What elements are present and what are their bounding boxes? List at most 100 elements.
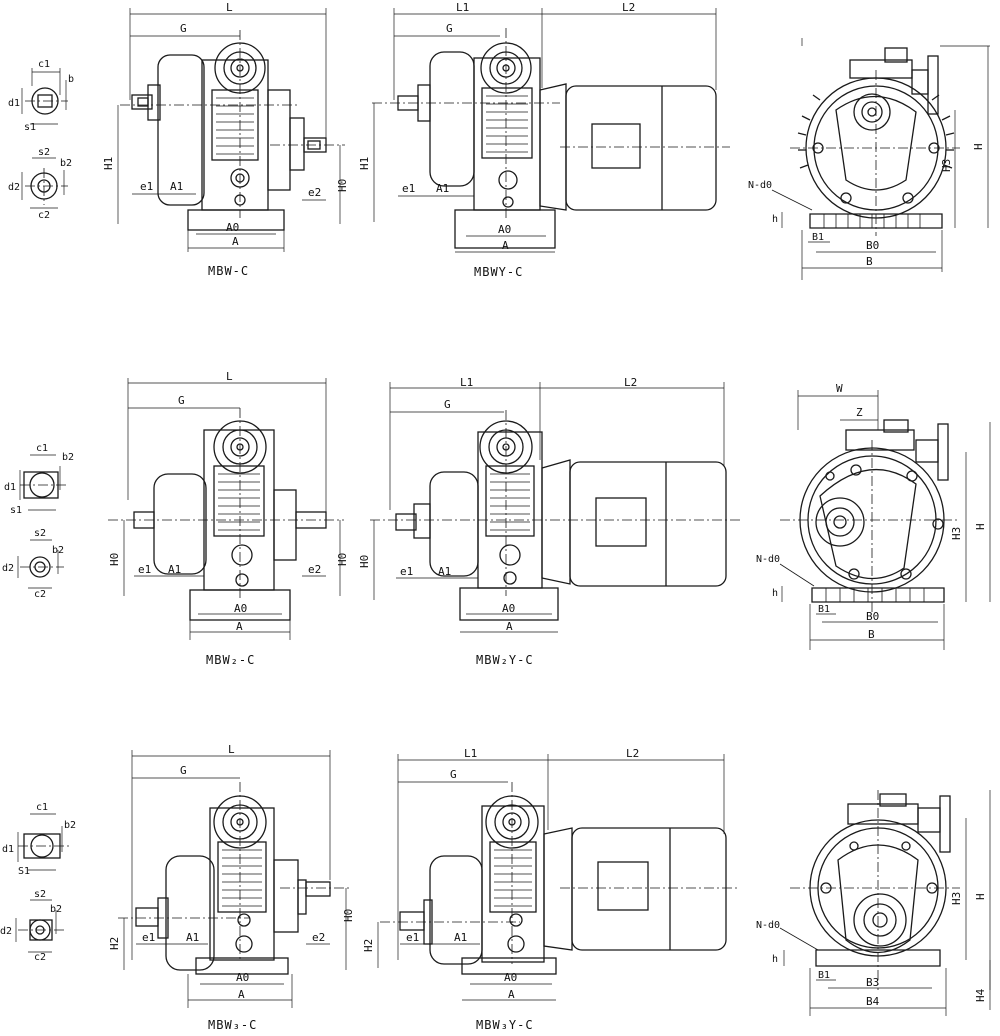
drawing-mbw3y-c: L1 L2 G H2 (362, 747, 740, 1032)
label-e1-r2: e1 (138, 563, 151, 576)
label-B4-r3: B4 (866, 995, 880, 1008)
label-A1-r3y: A1 (454, 931, 467, 944)
label-c2-r3: c2 (34, 952, 46, 963)
label-d2-r3: d2 (0, 926, 12, 937)
label-S1-r3: S1 (18, 866, 30, 877)
label-A0-r2: A0 (234, 602, 247, 615)
label-b2: b2 (60, 158, 72, 169)
drawing-end-view-row3: H H3 H4 N-d0 h B1 B3 B4 (756, 790, 991, 1016)
label-A1: A1 (170, 180, 183, 193)
label-H3-r2: H3 (950, 527, 963, 540)
label-G-r2: G (178, 394, 185, 407)
label-e1-r3y: e1 (406, 931, 419, 944)
label-G-mbwy: G (446, 22, 453, 35)
label-G-r3y: G (450, 768, 457, 781)
label-B3-r3: B3 (866, 976, 879, 989)
label-c1-r3: c1 (36, 802, 48, 813)
label-c2: c2 (38, 210, 50, 221)
label-e1-r3: e1 (142, 931, 155, 944)
label-L-r2: L (226, 370, 233, 383)
label-H0-r2b: H0 (336, 553, 349, 566)
label-B-r2: B (868, 628, 875, 641)
label-b2-r3: b2 (64, 820, 76, 831)
shaft-detail-output-row2: s2 b2 d2 c2 (2, 528, 64, 600)
label-B1-r3: B1 (818, 970, 830, 981)
label-d1: d1 (8, 98, 20, 109)
shaft-detail-input-row3: c1 b2 d1 S1 (2, 802, 76, 877)
label-e1-mbwy: e1 (402, 182, 415, 195)
label-b2-r3b: b2 (50, 904, 62, 915)
drawing-mbwy-c: L1 L2 G H1 (358, 1, 730, 279)
label-H-r2: H (974, 523, 987, 530)
label-H0: H0 (336, 179, 349, 192)
label-N-d0-r3: N-d0 (756, 920, 780, 931)
label-L2-r2: L2 (624, 376, 637, 389)
label-H0-r2y: H0 (358, 555, 371, 568)
label-H3-r3: H3 (950, 892, 963, 905)
label-h-r3: h (772, 954, 778, 965)
drawing-end-view-row1: H H3 (748, 38, 990, 280)
shaft-detail-input-row1: c1 b d1 s1 (8, 59, 74, 133)
label-B1: B1 (812, 232, 824, 243)
label-L1: L1 (456, 1, 469, 14)
label-s2-r3: s2 (34, 889, 46, 900)
label-A1-mbwy: A1 (436, 182, 449, 195)
label-A-r2: A (236, 620, 243, 633)
caption-mbw3-c: MBW₃-C (208, 1018, 257, 1032)
shaft-detail-output-row3: s2 b2 d2 c2 (0, 889, 66, 963)
label-H1-mbwy: H1 (358, 157, 371, 170)
label-b2-r2b: b2 (52, 545, 64, 556)
label-G-r3: G (180, 764, 187, 777)
label-s1: s1 (24, 122, 36, 133)
label-G: G (180, 22, 187, 35)
label-A-r2y: A (506, 620, 513, 633)
drawing-mbw2y-c: L1 L2 G H0 e1 (358, 376, 740, 667)
label-L2-r3: L2 (626, 747, 639, 760)
label-s1-r2: s1 (10, 505, 22, 516)
label-H0-r2a: H0 (108, 553, 121, 566)
label-A-r3y: A (508, 988, 515, 1001)
label-b: b (68, 74, 74, 85)
label-H4-r3: H4 (974, 988, 987, 1002)
drawing-end-view-row2: W Z H H3 (756, 382, 991, 650)
label-e1: e1 (140, 180, 153, 193)
label-h-r2: h (772, 588, 778, 599)
label-c1: c1 (38, 59, 50, 70)
label-A-mbwy: A (502, 239, 509, 252)
label-A1-r2y: A1 (438, 565, 451, 578)
label-Z: Z (856, 406, 863, 419)
label-d1-r2: d1 (4, 482, 16, 493)
label-A0-mbwy: A0 (498, 223, 511, 236)
label-e2-r3: e2 (312, 931, 325, 944)
label-e2: e2 (308, 186, 321, 199)
label-L1-r2: L1 (460, 376, 473, 389)
label-L1-r3: L1 (464, 747, 477, 760)
label-W: W (836, 382, 843, 395)
label-L: L (226, 1, 233, 14)
label-A0: A0 (226, 221, 239, 234)
label-c2-r2: c2 (34, 589, 46, 600)
label-H2-r3: H2 (108, 937, 121, 950)
label-H-r3: H (974, 893, 987, 900)
label-L2: L2 (622, 1, 635, 14)
label-B0: B0 (866, 239, 879, 252)
label-b2-r2: b2 (62, 452, 74, 463)
label-A1-r2: A1 (168, 563, 181, 576)
label-A0-r2y: A0 (502, 602, 515, 615)
label-B: B (866, 255, 873, 268)
label-A-r3: A (238, 988, 245, 1001)
label-c1-r2: c1 (36, 443, 48, 454)
caption-mbw2-c: MBW₂-C (206, 653, 255, 667)
caption-mbwy-c: MBWY-C (474, 265, 523, 279)
label-N-d0-r2: N-d0 (756, 554, 780, 565)
drawing-mbw2-c: L G H0 H0 e1 A1 (108, 370, 349, 667)
label-d2: d2 (8, 182, 20, 193)
label-G-r2y: G (444, 398, 451, 411)
label-A: A (232, 235, 239, 248)
label-A0-r3y: A0 (504, 971, 517, 984)
label-s2-r2: s2 (34, 528, 46, 539)
label-d2-r2: d2 (2, 563, 14, 574)
label-s2: s2 (38, 147, 50, 158)
